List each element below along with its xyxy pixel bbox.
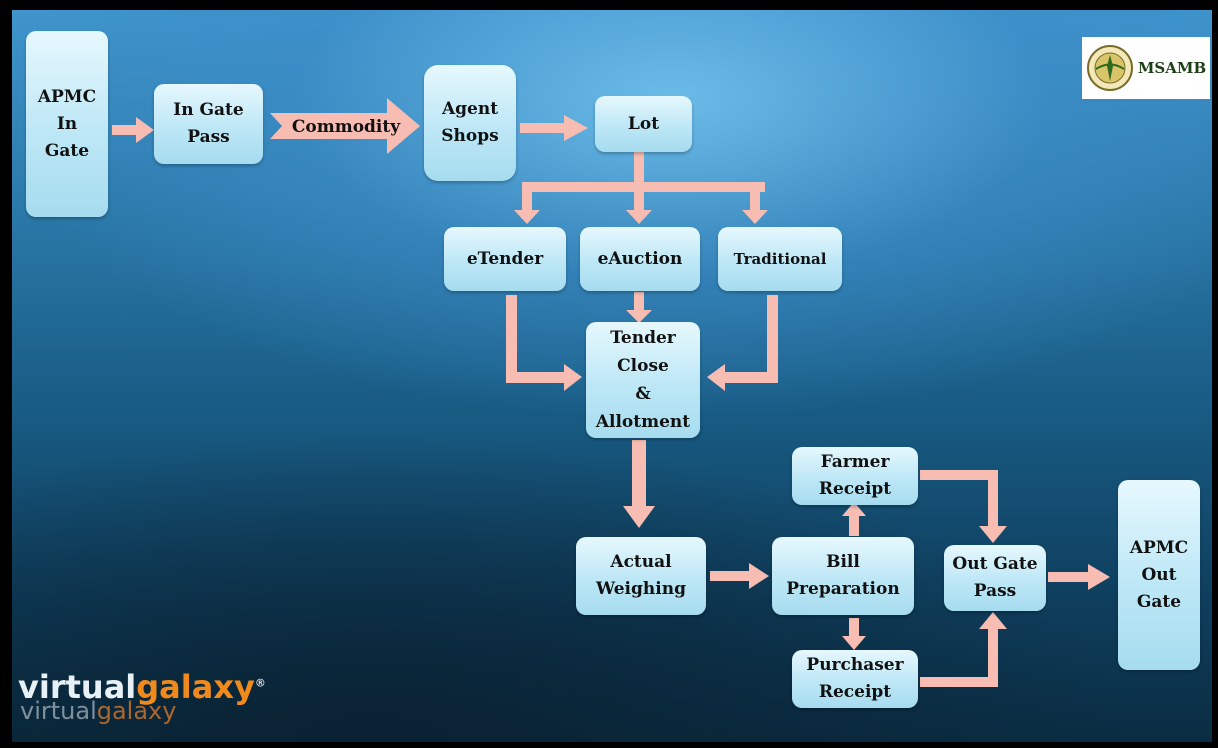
- node-actual-weighing: Actual Weighing: [576, 537, 706, 615]
- node-bill-preparation: Bill Preparation: [772, 537, 914, 615]
- watermark-part2: galaxy: [136, 668, 255, 706]
- node-label: Purchaser Receipt: [806, 655, 904, 702]
- watermark-shadow-part2: galaxy: [96, 697, 177, 725]
- arrow-farmer-to-outgate: [979, 526, 1007, 543]
- node-label: Tender Close & Allotment: [595, 328, 691, 432]
- node-label: Traditional: [733, 249, 827, 268]
- arrow-to-traditional: [742, 210, 768, 224]
- arrow-to-eauction: [626, 210, 652, 224]
- node-label: In Gate Pass: [173, 100, 244, 147]
- arrow-bill-to-purchaser: [842, 636, 866, 650]
- commodity-label: Commodity: [291, 117, 401, 137]
- arrow-purchaser-to-outgate: [979, 612, 1007, 629]
- node-label: Bill Preparation: [786, 552, 900, 599]
- watermark-logo: virtualgalaxy®: [18, 668, 266, 706]
- arrow-tender-to-weighing: [623, 506, 655, 528]
- node-in-gate-pass: In Gate Pass: [154, 84, 263, 164]
- node-eauction: eAuction: [580, 227, 700, 291]
- node-label: eAuction: [597, 248, 683, 269]
- node-purchaser-receipt: Purchaser Receipt: [792, 650, 918, 708]
- arrow-eauction-to-tender: [626, 310, 652, 323]
- arrow-lot-stem: [634, 152, 644, 182]
- watermark-shadow: virtualgalaxy: [20, 697, 176, 725]
- arrow-outgate-to-apmc: [1048, 564, 1110, 590]
- arrow-weighing-to-bill: [710, 563, 769, 589]
- arrow-in-gate-to-pass: [112, 117, 154, 143]
- node-farmer-receipt: Farmer Receipt: [792, 447, 918, 505]
- node-agent-shops: Agent Shops: [424, 65, 516, 181]
- node-label: Lot: [627, 113, 660, 134]
- node-label: APMC Out Gate: [1129, 537, 1189, 612]
- flow-arrows: [112, 98, 1110, 687]
- arrow-etender-to-tender: [564, 364, 582, 391]
- node-label: Actual Weighing: [596, 552, 686, 599]
- node-out-gate-pass: Out Gate Pass: [944, 545, 1046, 611]
- node-label: Agent Shops: [441, 99, 499, 146]
- node-label: Out Gate Pass: [952, 554, 1038, 601]
- node-etender: eTender: [444, 227, 566, 291]
- logo-text: MSAMB: [1137, 59, 1207, 77]
- node-apmc-in-gate: APMC In Gate: [26, 31, 108, 217]
- node-label: APMC In Gate: [37, 86, 97, 161]
- arrow-to-etender: [514, 210, 540, 224]
- node-apmc-out-gate: APMC Out Gate: [1118, 480, 1200, 670]
- diagram-panel: APMC In Gate In Gate Pass Commodity Agen…: [12, 10, 1212, 742]
- node-traditional: Traditional: [718, 227, 842, 291]
- watermark-shadow-part1: virtual: [20, 697, 97, 725]
- arrow-shops-to-lot: [520, 115, 588, 141]
- node-tender-close-allotment: Tender Close & Allotment: [586, 322, 700, 438]
- watermark-part1: virtual: [18, 668, 137, 706]
- arrow-commodity: [270, 98, 420, 154]
- arrow-traditional-to-tender: [707, 364, 725, 391]
- arrow-bill-to-farmer: [842, 502, 866, 516]
- emblem-icon: [1086, 45, 1133, 91]
- node-lot: Lot: [595, 96, 692, 152]
- msamb-logo: MSAMB: [1082, 37, 1210, 99]
- node-label: Farmer Receipt: [818, 452, 892, 499]
- node-label: eTender: [466, 248, 544, 269]
- watermark-mark: ®: [254, 676, 266, 690]
